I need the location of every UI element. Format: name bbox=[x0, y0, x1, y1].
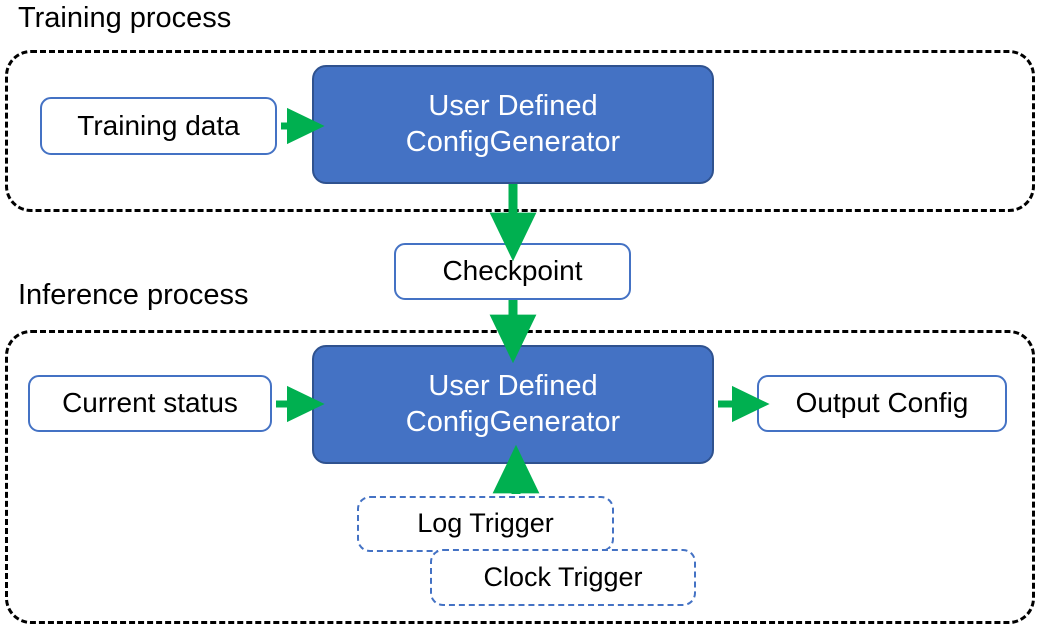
training-config-generator-box[interactable]: User Defined ConfigGenerator bbox=[312, 65, 714, 184]
training-config-generator-line2: ConfigGenerator bbox=[405, 125, 621, 158]
training-process-container bbox=[5, 50, 1035, 212]
training-data-box[interactable]: Training data bbox=[40, 97, 277, 155]
inference-process-title: Inference process bbox=[18, 279, 249, 311]
inference-config-generator-box[interactable]: User Defined ConfigGenerator bbox=[312, 345, 714, 464]
inference-config-generator-line2: ConfigGenerator bbox=[405, 405, 621, 438]
clock-trigger-box[interactable]: Clock Trigger bbox=[430, 549, 696, 606]
checkpoint-box[interactable]: Checkpoint bbox=[394, 243, 631, 300]
log-trigger-box[interactable]: Log Trigger bbox=[357, 496, 614, 552]
training-config-generator-line1: User Defined bbox=[428, 90, 598, 123]
training-process-title: Training process bbox=[18, 2, 232, 34]
output-config-box[interactable]: Output Config bbox=[757, 375, 1007, 432]
inference-config-generator-line1: User Defined bbox=[428, 370, 598, 403]
current-status-box[interactable]: Current status bbox=[28, 375, 272, 432]
